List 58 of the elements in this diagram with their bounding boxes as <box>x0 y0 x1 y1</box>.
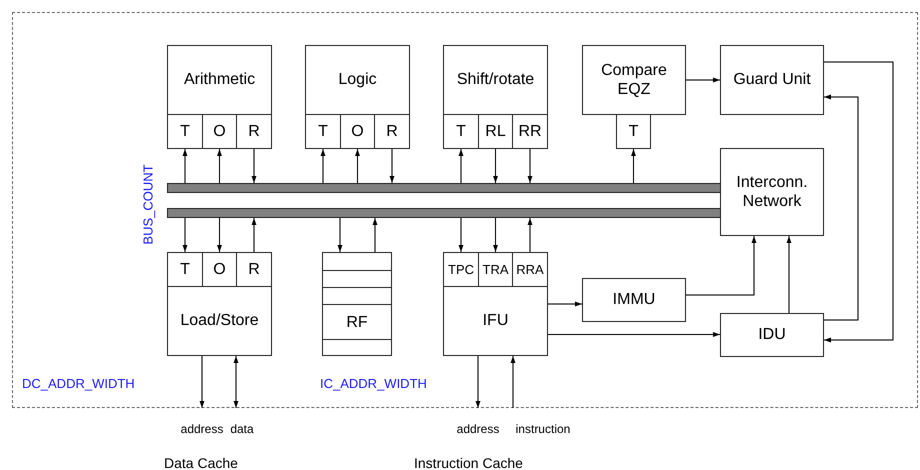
arrow <box>686 78 720 82</box>
port-cell: T <box>443 114 479 149</box>
port-cell: T <box>167 252 203 287</box>
function-unit: IMMU <box>582 278 686 322</box>
arrow <box>252 148 256 184</box>
arrow <box>372 218 378 252</box>
port-cell: T <box>167 114 203 149</box>
arrow <box>493 218 498 252</box>
parameter-label: IC_ADDR_WIDTH <box>320 376 427 391</box>
port-cell: RR <box>512 114 548 149</box>
function-unit: Compare EQZ <box>582 45 686 115</box>
function-unit: IFU <box>443 286 548 356</box>
parameter-label: DC_ADDR_WIDTH <box>22 376 135 391</box>
port-cell: TPC <box>443 252 479 287</box>
register-file: RF <box>322 252 392 356</box>
arrow <box>548 332 720 337</box>
arrow <box>252 218 256 252</box>
arrow <box>458 148 464 184</box>
arrow <box>786 236 792 314</box>
function-unit: IDU <box>720 313 824 357</box>
bus-bar <box>167 208 721 218</box>
arrow <box>824 94 858 320</box>
arrow <box>476 356 480 408</box>
cache-label: Instruction Cache <box>414 455 523 470</box>
port-cell: RRA <box>512 252 548 287</box>
arrow <box>234 356 238 408</box>
arrow <box>200 356 204 408</box>
port-cell: T <box>305 114 341 149</box>
parameter-label: BUS_COUNT <box>140 164 156 245</box>
arrow <box>686 236 756 296</box>
arrow <box>548 302 582 306</box>
arrow <box>338 218 342 252</box>
arrow <box>390 148 394 184</box>
arrow <box>182 148 188 184</box>
arrow <box>528 218 532 252</box>
function-unit: Shift/rotate <box>443 45 548 115</box>
arrow <box>320 148 326 184</box>
arrow <box>824 62 894 342</box>
port-cell: R <box>236 114 272 149</box>
arrow <box>355 148 360 184</box>
function-unit: Guard Unit <box>720 45 824 115</box>
arrow <box>510 356 516 408</box>
arrow <box>458 218 464 252</box>
arrow <box>528 148 532 184</box>
arrow <box>217 218 222 252</box>
port-cell: R <box>236 252 272 287</box>
arrow <box>182 218 188 252</box>
function-unit: Logic <box>305 45 410 115</box>
function-unit: Load/Store <box>167 286 272 356</box>
function-unit: Interconn. Network <box>720 148 824 236</box>
arrow <box>631 148 636 184</box>
port-cell: T <box>616 114 651 149</box>
port-cell: R <box>374 114 410 149</box>
function-unit: Arithmetic <box>167 45 272 115</box>
arrow <box>217 148 222 184</box>
arrow <box>493 148 498 184</box>
cache-label: Data Cache <box>164 455 238 470</box>
bus-bar <box>167 183 721 193</box>
